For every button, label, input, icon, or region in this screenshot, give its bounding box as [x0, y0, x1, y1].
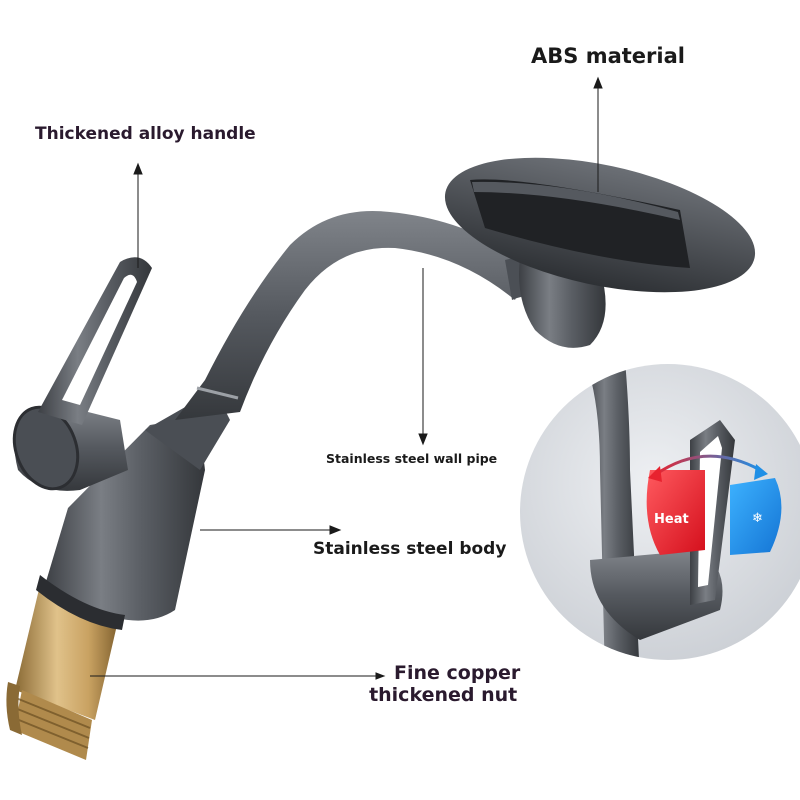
- callout-arrows: [90, 76, 603, 680]
- nut-label-line1: Fine copper: [394, 662, 521, 684]
- handle-label: Thickened alloy handle: [35, 124, 256, 144]
- alloy-handle: [12, 257, 152, 491]
- spray-head: [444, 157, 756, 293]
- body-label: Stainless steel body: [313, 539, 507, 559]
- abs-material-label: ABS material: [531, 44, 685, 68]
- temperature-inset: ❄: [520, 364, 800, 660]
- snowflake-icon: ❄: [752, 511, 763, 526]
- nut-label-line2: thickened nut: [369, 683, 518, 706]
- nut-label: Fine copper thickened nut: [366, 662, 521, 707]
- heat-label: Heat: [654, 512, 689, 527]
- wall-pipe-label: Stainless steel wall pipe: [326, 451, 498, 466]
